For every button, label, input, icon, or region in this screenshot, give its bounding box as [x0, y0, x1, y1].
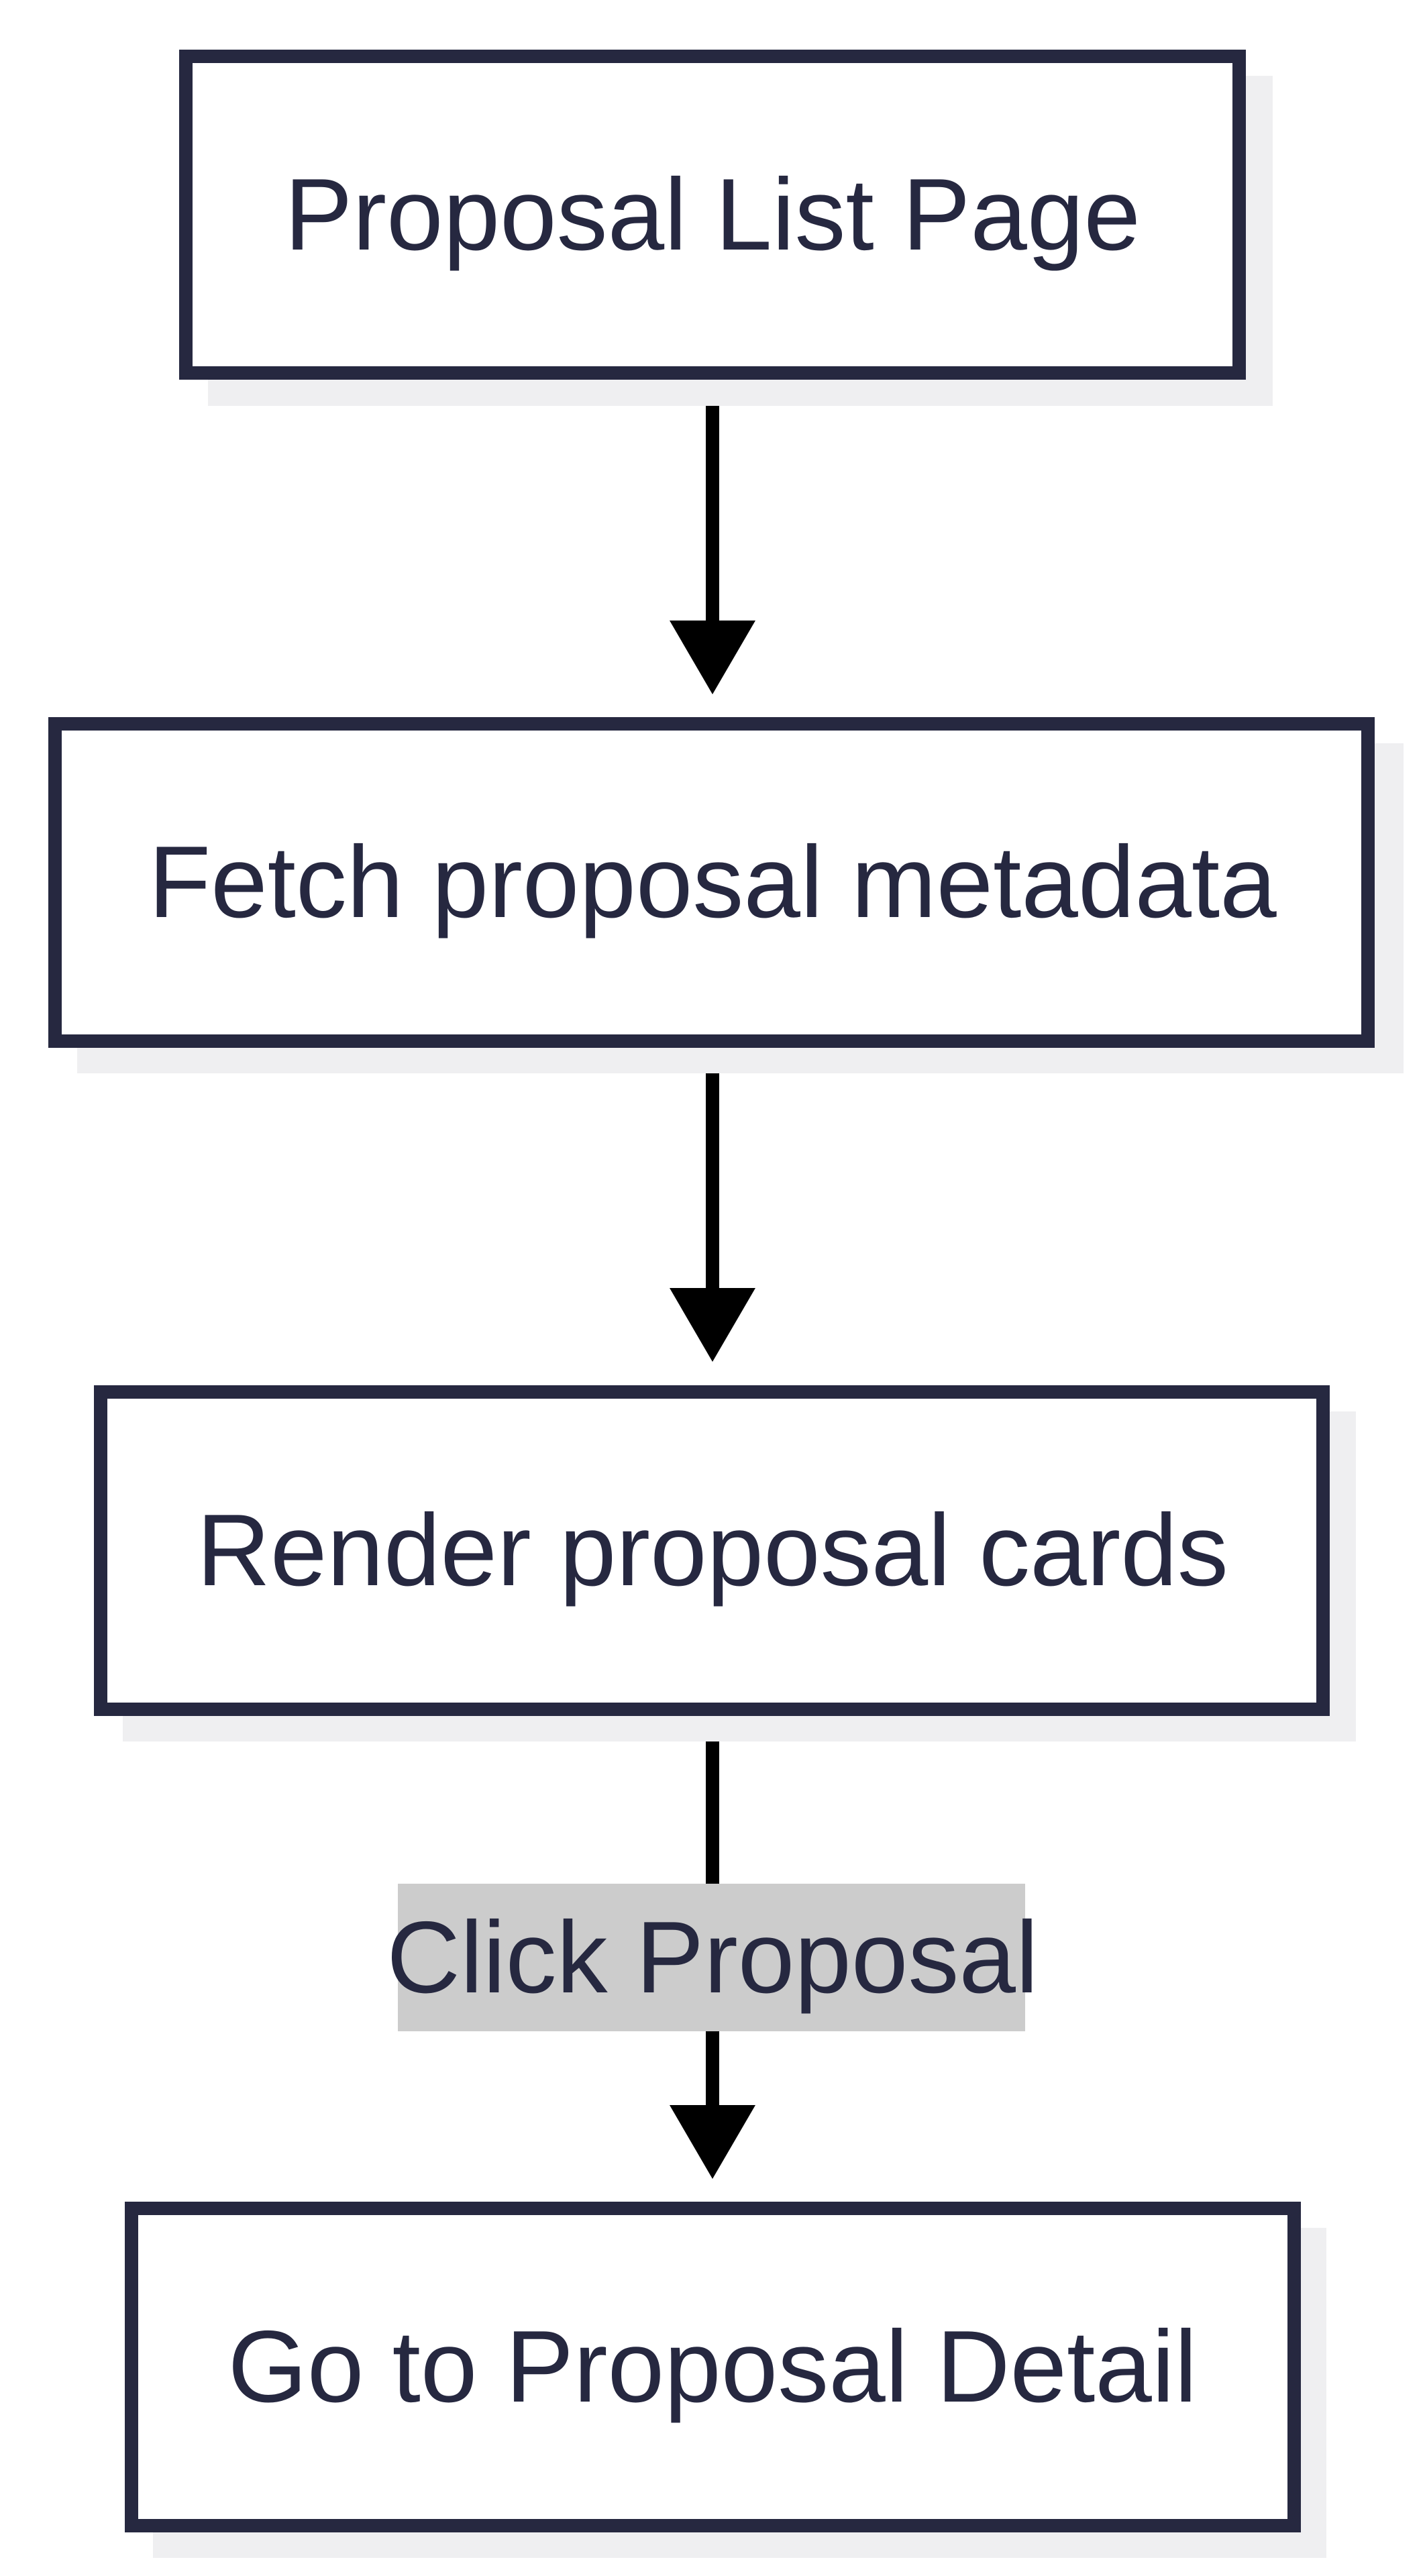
- arrowhead-icon: [670, 2105, 755, 2179]
- node-label: Fetch proposal metadata: [148, 825, 1277, 939]
- node-go-to-proposal-detail[interactable]: Go to Proposal Detail: [125, 2202, 1326, 2558]
- node-render-proposal-cards[interactable]: Render proposal cards: [94, 1385, 1356, 1741]
- node-label: Proposal List Page: [284, 158, 1141, 272]
- edge-list-to-fetch: [670, 373, 755, 694]
- node-label: Render proposal cards: [197, 1493, 1228, 1607]
- edge-render-to-detail: Click Proposal: [386, 1709, 1039, 2179]
- node-proposal-list-page[interactable]: Proposal List Page: [179, 50, 1273, 406]
- arrowhead-icon: [670, 1288, 755, 1362]
- edge-label-background: [398, 1884, 1025, 2031]
- node-label: Go to Proposal Detail: [228, 2310, 1198, 2424]
- edge-label-click-proposal: Click Proposal: [386, 1900, 1038, 2015]
- arrowhead-icon: [670, 621, 755, 694]
- edge-fetch-to-render: [670, 1041, 755, 1362]
- node-fetch-proposal-metadata[interactable]: Fetch proposal metadata: [48, 717, 1404, 1073]
